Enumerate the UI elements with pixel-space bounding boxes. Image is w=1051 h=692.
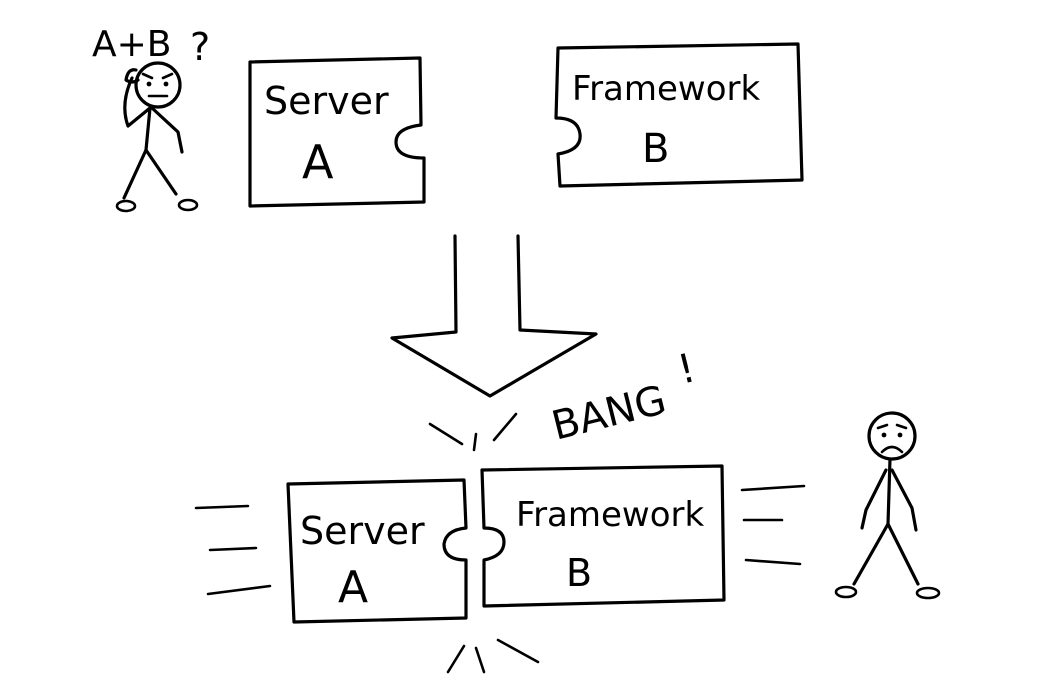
- thinker-brows: [141, 72, 174, 80]
- puzzle-outline-a: [248, 56, 426, 208]
- impact-lines-bottom: [446, 638, 540, 674]
- piece-a-joined-letter: A: [338, 562, 368, 613]
- thinker-arm-down: [150, 106, 184, 154]
- motion-lines-right: [740, 484, 806, 566]
- bang-exclamation: BANG !: [547, 345, 700, 450]
- piece-b-title: Framework: [572, 69, 761, 109]
- thinker-caption: A+B: [92, 24, 172, 65]
- thinker-legs: [122, 148, 178, 200]
- piece-a-joined-title: Server: [300, 509, 425, 553]
- thinker-body: [144, 106, 152, 152]
- sad-eye-right: [897, 432, 903, 438]
- sad-foot-left: [834, 585, 858, 599]
- bang-mark-icon: !: [673, 345, 700, 394]
- piece-b-joined-letter: B: [566, 551, 592, 595]
- sad-legs: [852, 522, 920, 586]
- thinker-foot-right: [177, 198, 199, 212]
- puzzle-outline-a-joined: [286, 478, 468, 624]
- sad-eye-left: [881, 432, 887, 438]
- sad-stick-figure: [834, 411, 941, 600]
- sad-arm-left: [860, 468, 888, 530]
- puzzle-piece-framework-b: Framework B: [554, 42, 804, 188]
- thinking-stick-figure: A+B ?: [92, 24, 210, 213]
- thinker-head: [134, 61, 182, 109]
- motion-lines-left: [194, 504, 272, 596]
- thinker-eye-left: [146, 81, 152, 87]
- puzzle-piece-server-a-joined: Server A: [286, 478, 468, 624]
- bang-text: BANG: [547, 377, 670, 450]
- question-mark-icon: ?: [190, 25, 210, 69]
- sad-body: [886, 457, 892, 526]
- piece-b-joined-title: Framework: [516, 495, 705, 535]
- puzzle-outline-b: [554, 42, 804, 188]
- puzzle-piece-framework-b-joined: Framework B: [480, 464, 726, 608]
- sad-head: [867, 411, 917, 461]
- piece-a-title: Server: [264, 79, 389, 123]
- puzzle-piece-server-a: Server A: [248, 56, 426, 208]
- down-arrow-icon: [390, 234, 598, 398]
- sad-mouth: [880, 445, 904, 454]
- sad-foot-right: [915, 586, 941, 600]
- puzzle-outline-b-joined: [480, 464, 726, 608]
- piece-a-letter: A: [302, 135, 334, 189]
- sad-brows: [876, 423, 908, 430]
- piece-b-letter: B: [642, 126, 669, 172]
- thinker-eye-right: [163, 81, 169, 87]
- sad-arm-right: [890, 468, 918, 532]
- impact-lines-top: [428, 412, 518, 452]
- thinker-foot-left: [115, 199, 137, 213]
- thinker-hand: [124, 68, 140, 84]
